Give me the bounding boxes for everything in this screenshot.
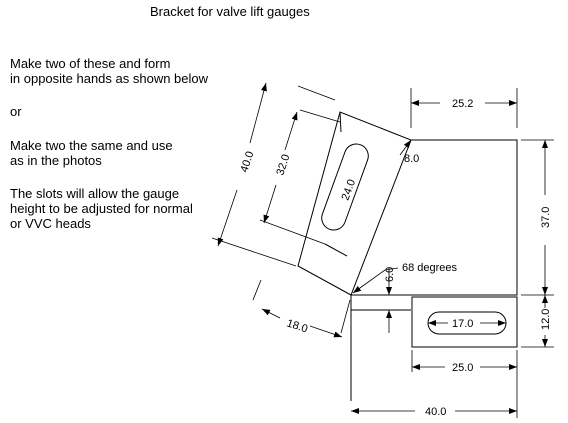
dim-tilted-slot-length: 24.0 [340,178,359,202]
dim-tilted-length: 40.0 [238,150,256,174]
note-line: or VVC heads [10,216,91,231]
dim-bottom-height: 12.0 [540,309,552,330]
dim-inner-width: 25.0 [452,362,473,374]
slot-bottom-line [324,243,348,257]
note-line: Make two of these and form [10,56,171,71]
note-line: Make two the same and use [10,138,173,153]
note-line: as in the photos [10,153,102,168]
dim-top-height: 37.0 [540,207,552,228]
dim-tilted-offset: 8.0 [404,153,419,165]
dim-angle: 68 degrees [402,262,458,274]
dim-total-width: 40.0 [425,406,446,418]
note-line: height to be adjusted for normal [10,201,193,216]
dim-top-width: 25.2 [452,98,473,110]
dim-tilted-slot-span: 32.0 [274,153,292,177]
bracket-outline [350,139,518,401]
dim-slot-length: 17.0 [452,318,473,330]
dim-inner-height: 6.0 [384,267,396,282]
note-line: or [10,104,22,119]
dim-tilted-width: 18.0 [285,317,309,335]
slot-top-line [339,111,342,133]
note-line: in opposite hands as shown below [10,71,209,86]
drawing-title: Bracket for valve lift gauges [150,4,310,19]
note-line: The slots will allow the gauge [10,186,180,201]
tilted-slot [321,143,369,231]
bottom-inner-rect [411,296,518,348]
